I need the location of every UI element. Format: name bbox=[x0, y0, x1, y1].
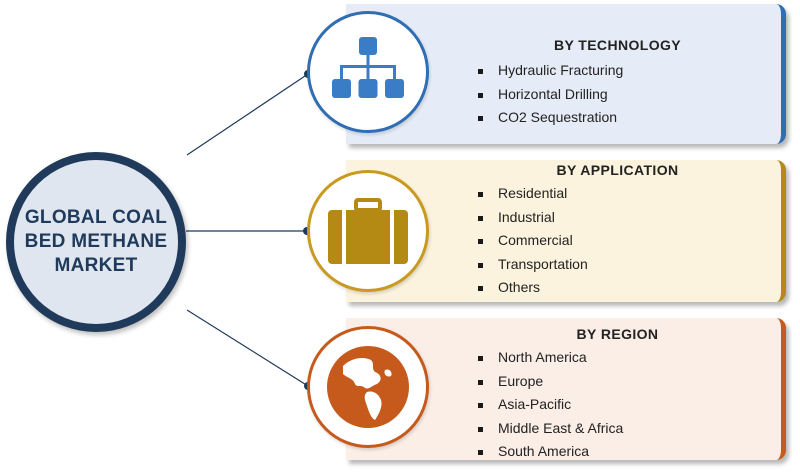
list-item: Commercial bbox=[476, 229, 771, 253]
list-item: Transportation bbox=[476, 253, 771, 277]
list-item: Europe bbox=[476, 370, 771, 394]
segment-title: BY APPLICATION bbox=[556, 162, 679, 178]
segment-item-list: Hydraulic Fracturing Horizontal Drilling… bbox=[464, 59, 771, 130]
briefcase-icon bbox=[328, 198, 408, 264]
list-item: Others bbox=[476, 276, 771, 300]
application-icon-circle bbox=[307, 170, 429, 292]
segment-item-list: Residential Industrial Commercial Transp… bbox=[464, 182, 771, 300]
list-item: Hydraulic Fracturing bbox=[476, 59, 771, 83]
technology-icon-circle bbox=[307, 11, 429, 133]
hierarchy-icon bbox=[332, 37, 404, 98]
segment-item-list: North America Europe Asia-Pacific Middle… bbox=[464, 346, 771, 464]
segment-title: BY TECHNOLOGY bbox=[553, 37, 682, 53]
market-hub-circle: GLOBAL COAL BED METHANE MARKET bbox=[6, 152, 186, 332]
segment-title: BY REGION bbox=[576, 326, 659, 342]
list-item: Residential bbox=[476, 182, 771, 206]
globe-icon bbox=[327, 346, 409, 428]
connector-region bbox=[186, 309, 309, 387]
market-title: GLOBAL COAL BED METHANE MARKET bbox=[24, 207, 168, 276]
list-item: Middle East & Africa bbox=[476, 417, 771, 441]
list-item: North America bbox=[476, 346, 771, 370]
list-item: Asia-Pacific bbox=[476, 393, 771, 417]
connector-technology bbox=[186, 73, 309, 156]
list-item: Horizontal Drilling bbox=[476, 83, 771, 107]
list-item: CO2 Sequestration bbox=[476, 106, 771, 130]
list-item: South America bbox=[476, 440, 771, 464]
region-icon-circle bbox=[307, 326, 429, 448]
list-item: Industrial bbox=[476, 206, 771, 230]
